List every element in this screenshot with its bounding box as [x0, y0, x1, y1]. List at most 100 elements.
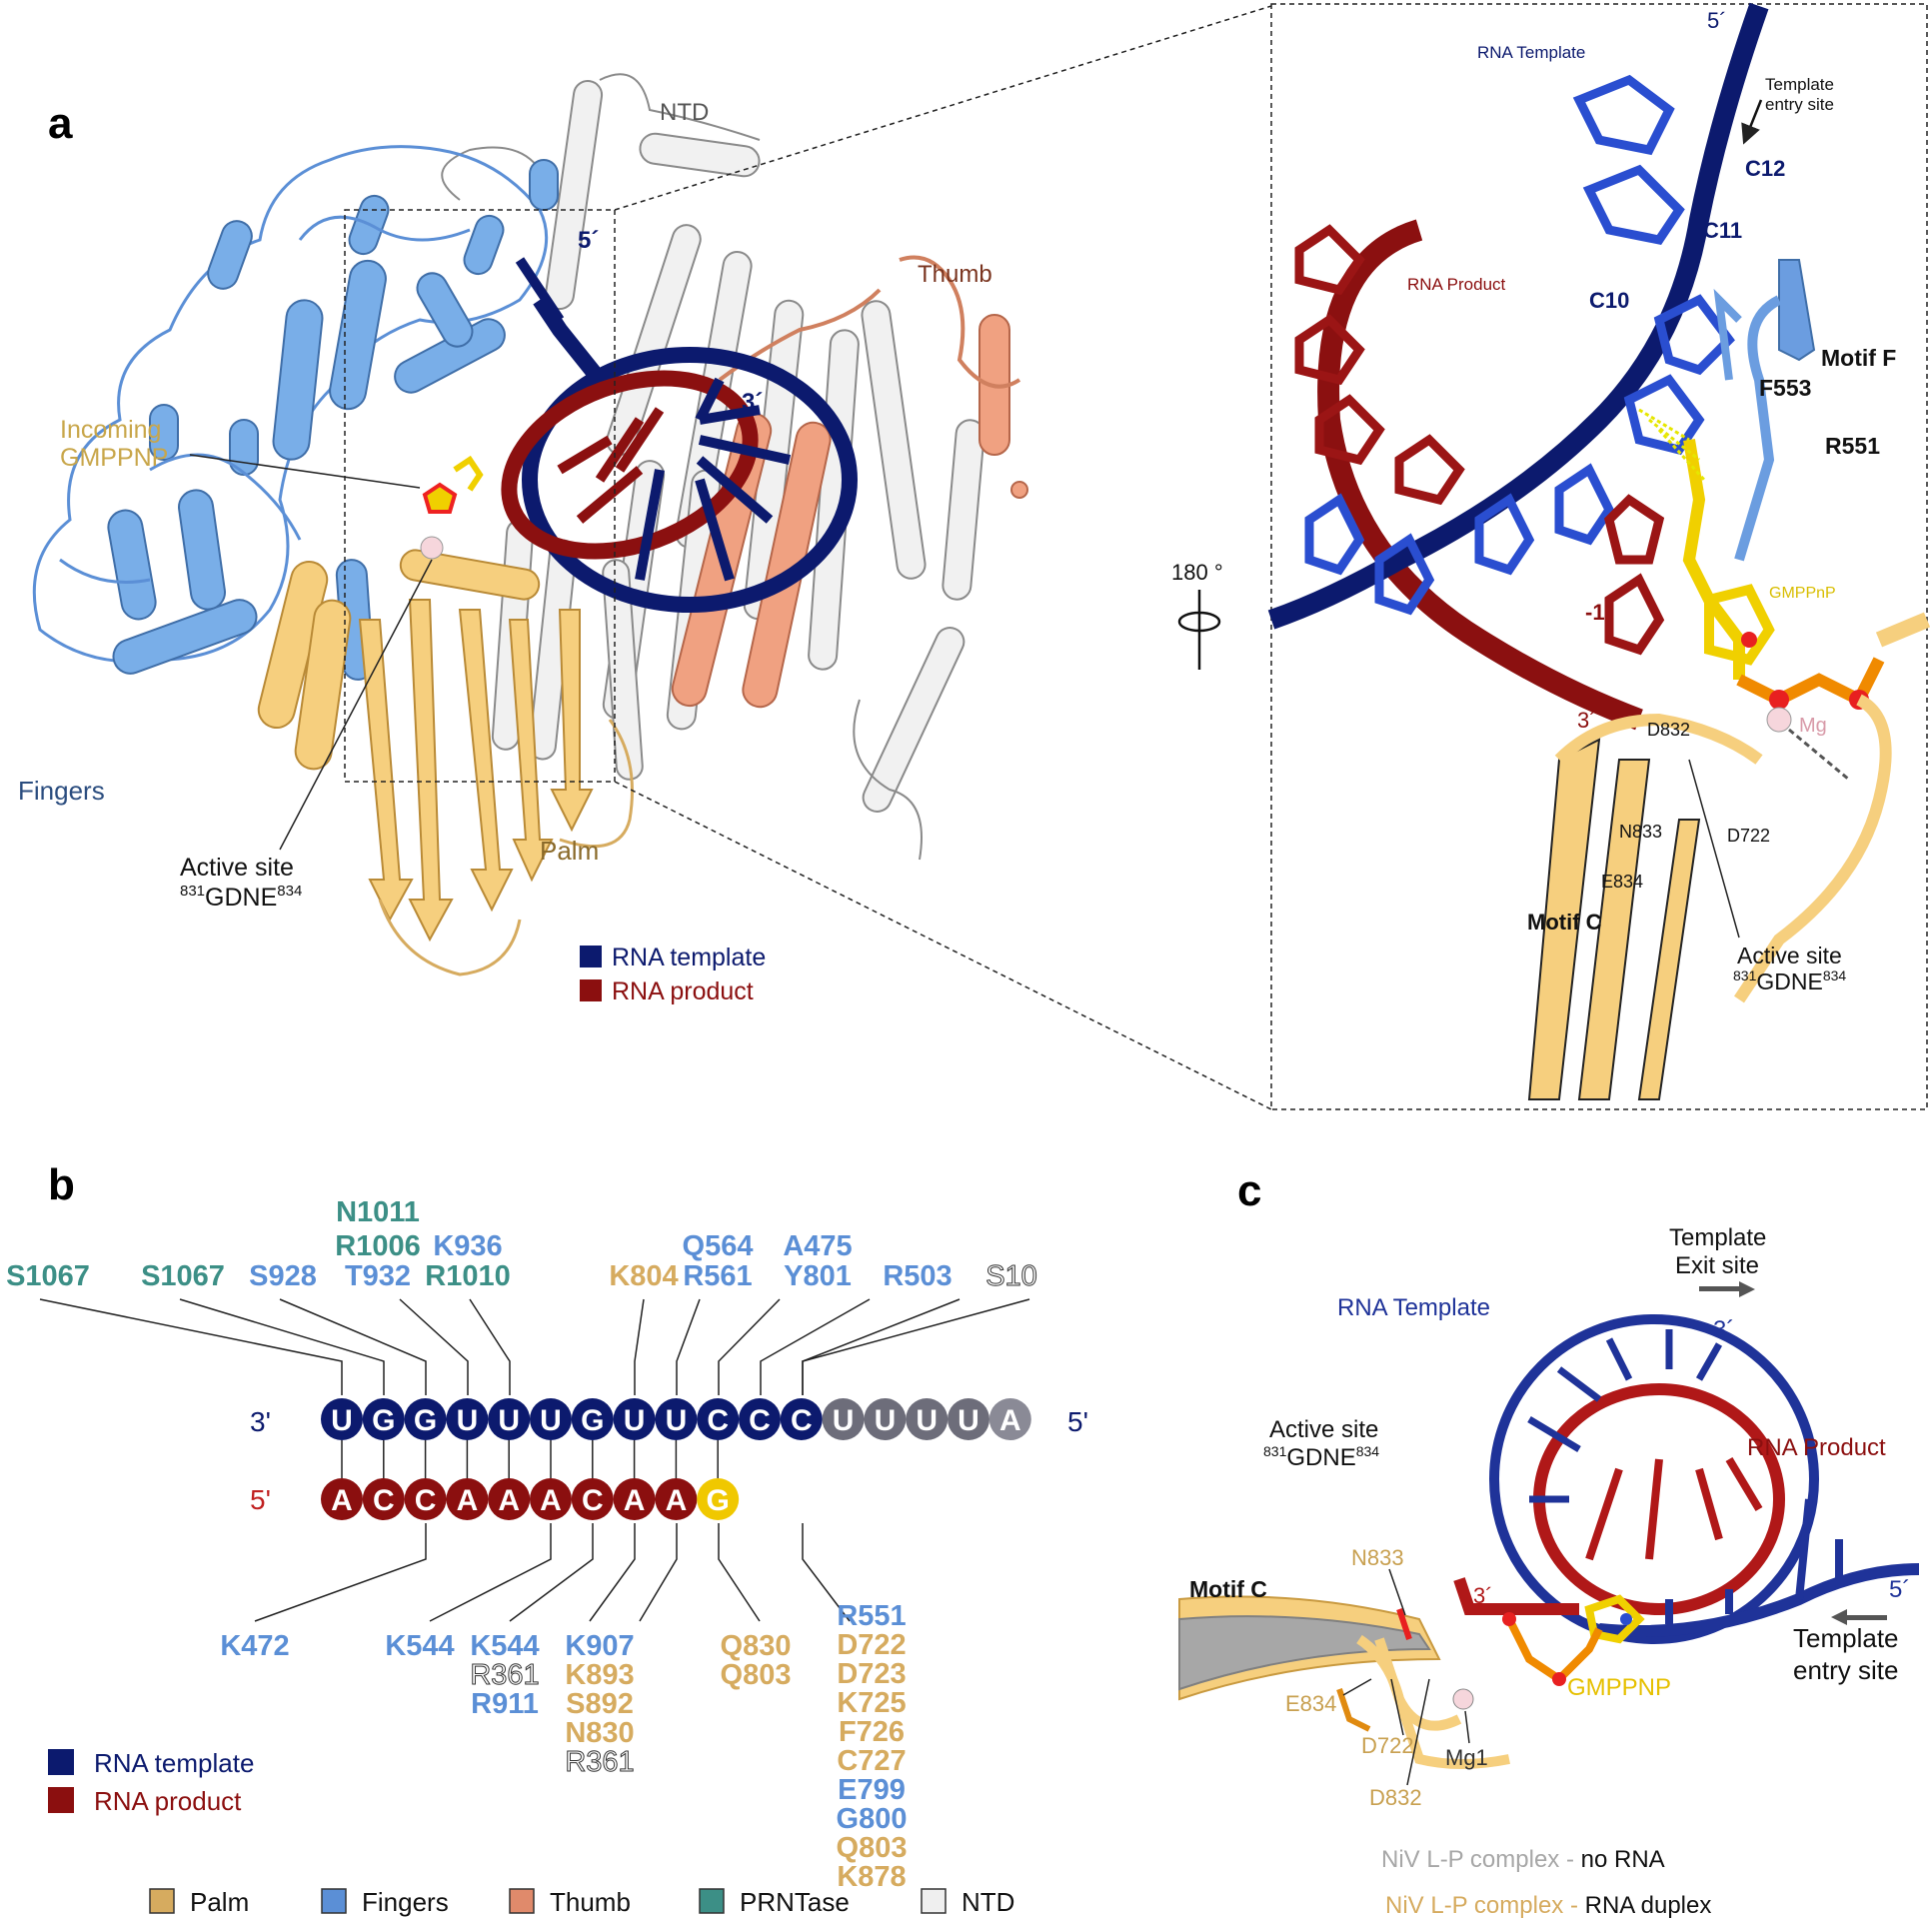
- template-nt: U: [331, 1404, 353, 1437]
- template-nt-circle: [739, 1398, 781, 1440]
- mg-ion-c: [1452, 1688, 1474, 1710]
- domain-legend-label: PRNTase: [740, 1887, 850, 1917]
- legend-b-template-swatch: [48, 1749, 74, 1775]
- template-nt-circle: [571, 1398, 614, 1440]
- inset-c12: C12: [1745, 156, 1785, 181]
- residue-lines-top: [39, 1298, 1030, 1395]
- product-nt-circle: [530, 1478, 572, 1520]
- inset-motif-f-label: Motif F: [1821, 345, 1896, 371]
- inset-mg-ion: [1766, 707, 1792, 733]
- residue-label-top: K804: [609, 1260, 678, 1292]
- inset-rotation: 180 °: [1171, 560, 1223, 585]
- template-nt-circle: [697, 1398, 740, 1440]
- inset-f553: F553: [1759, 375, 1811, 401]
- product-nt: A: [331, 1484, 353, 1517]
- template-nt-circle: [613, 1398, 656, 1440]
- active-site-pointer-a: [279, 559, 433, 851]
- template-nt: A: [999, 1404, 1021, 1437]
- palm-domain: [257, 549, 634, 976]
- product-nt: C: [373, 1484, 395, 1517]
- active-site-label-a: Active site: [180, 854, 294, 882]
- template-nt: U: [916, 1404, 938, 1437]
- inset-rna-product: RNA Product: [1407, 275, 1506, 294]
- residue-label-bottom: K893: [565, 1659, 634, 1691]
- product-nt: A: [457, 1484, 479, 1517]
- mg1-c: Mg1: [1445, 1745, 1488, 1770]
- panel-label-b: b: [48, 1160, 75, 1209]
- inset-template-entry-line1: Template: [1765, 75, 1834, 94]
- incoming-pointer: [189, 454, 421, 489]
- residue-line-bottom: [589, 1523, 636, 1622]
- inset-five-prime: 5´: [1707, 8, 1727, 33]
- domain-legend-swatch: [321, 1888, 347, 1914]
- template-entry-arrow: [1831, 1609, 1887, 1625]
- template-nt: C: [749, 1404, 771, 1437]
- domain-legend-label: NTD: [962, 1887, 1014, 1917]
- rna-template-c: RNA Template: [1337, 1294, 1490, 1321]
- product-nt-circle: [362, 1478, 405, 1520]
- template-nt-circle: [404, 1398, 447, 1440]
- template-nt: U: [666, 1404, 688, 1437]
- incoming-label-line2: GMPPNP: [60, 444, 168, 472]
- thumb-label: Thumb: [918, 261, 992, 288]
- rna-duplex-c: [1453, 1314, 1920, 1644]
- rna-duplex-a: [501, 257, 858, 613]
- inset-gmppnp-label: GMPPnP: [1769, 585, 1836, 602]
- inset-motif-c: [1527, 612, 1931, 1100]
- palm-label: Palm: [540, 836, 599, 866]
- product-nt: C: [582, 1484, 604, 1517]
- incoming-label-line1: Incoming: [60, 416, 161, 444]
- product-nt: A: [666, 1484, 688, 1517]
- residue-label-top: Y801: [784, 1260, 852, 1292]
- template-nt: C: [791, 1404, 813, 1437]
- residue-label-bottom: F726: [839, 1716, 905, 1748]
- product-nt: C: [415, 1484, 437, 1517]
- template-nt: U: [875, 1404, 897, 1437]
- template-nt: U: [833, 1404, 855, 1437]
- template-nt: U: [624, 1404, 646, 1437]
- legend-a-template-swatch: [580, 946, 602, 967]
- residue-line-top: [39, 1298, 343, 1395]
- template-nt-circle: [822, 1398, 865, 1440]
- template-nt-circle: [321, 1398, 363, 1440]
- inset-e834: E834: [1601, 872, 1643, 892]
- residue-line-bottom: [718, 1523, 761, 1622]
- template-nt: G: [372, 1404, 395, 1437]
- three-prime-top-c: 3´: [1713, 1316, 1734, 1343]
- residue-label-top: T932: [345, 1260, 411, 1292]
- residue-label-bottom: E799: [838, 1774, 906, 1806]
- gmppnp-ligand-a: [420, 455, 484, 560]
- legend-rna-duplex: NiV L-P complex - RNA duplex: [1385, 1892, 1711, 1919]
- inset-c10: C10: [1589, 288, 1629, 313]
- residue-label-top: K936: [433, 1230, 502, 1262]
- domain-legend-label: Fingers: [362, 1887, 449, 1917]
- template-nt-circle: [446, 1398, 489, 1440]
- residue-label-top: R1006: [335, 1230, 420, 1262]
- domain-legend-swatch: [699, 1888, 725, 1914]
- template-nt: U: [540, 1404, 562, 1437]
- gmppnp-label-c: GMPPNP: [1567, 1674, 1671, 1701]
- domain-legend-swatch: [921, 1888, 947, 1914]
- inset-motif-f: [1713, 259, 1816, 562]
- template-nt: G: [414, 1404, 437, 1437]
- residue-line-top: [718, 1298, 781, 1395]
- residue-label-bottom: R911: [471, 1688, 539, 1720]
- residue-line-top: [634, 1298, 645, 1395]
- template-nt: C: [707, 1404, 729, 1437]
- residue-line-bottom: [639, 1523, 678, 1622]
- inset-active-pointer: [1688, 759, 1740, 939]
- inset-active-site: Active site: [1737, 943, 1842, 968]
- inset-n833: N833: [1619, 822, 1662, 842]
- residue-label-bottom: D723: [837, 1658, 906, 1690]
- motif-c-strands: [1178, 1595, 1510, 1769]
- legend-b-product-swatch: [48, 1787, 74, 1813]
- residue-label-top: R561: [683, 1260, 752, 1292]
- residue-label-bottom: K472: [220, 1630, 289, 1662]
- residue-line-top: [676, 1298, 701, 1395]
- rotation-icon: [1177, 590, 1221, 670]
- fingers-label: Fingers: [18, 776, 105, 806]
- ntd-label: NTD: [660, 99, 709, 126]
- inset-entry-arrow: [1741, 99, 1763, 145]
